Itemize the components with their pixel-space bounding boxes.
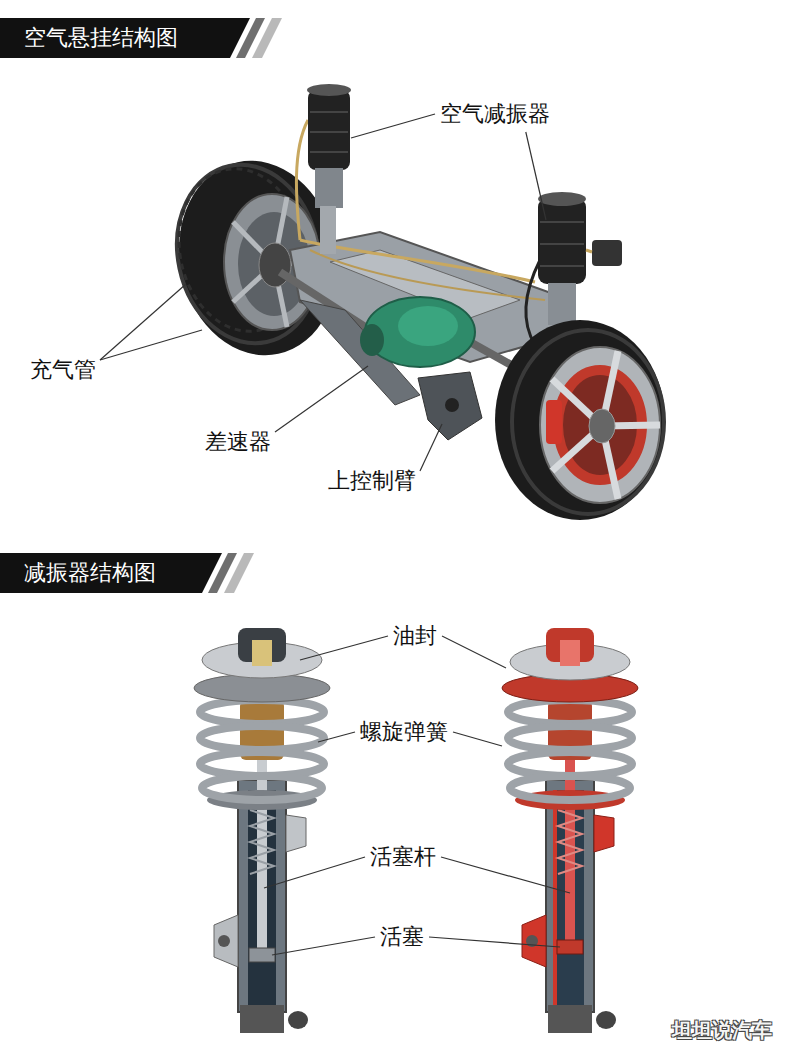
differential-cover bbox=[398, 306, 458, 346]
leader-line bbox=[100, 284, 186, 360]
bellows-rib bbox=[540, 243, 584, 245]
tire bbox=[495, 320, 665, 520]
top-cap bbox=[538, 192, 586, 206]
leader-line bbox=[351, 114, 435, 138]
leader-line bbox=[420, 424, 442, 471]
air-tube bbox=[310, 250, 545, 300]
bellows-rib bbox=[540, 221, 584, 223]
bellows-rib bbox=[310, 131, 348, 133]
part-label: 上控制臂 bbox=[328, 467, 416, 495]
wire bbox=[526, 260, 540, 345]
bolt bbox=[288, 1011, 308, 1029]
leader-line bbox=[300, 636, 388, 660]
bellows-rib bbox=[310, 151, 348, 153]
tube-base bbox=[548, 1005, 592, 1033]
rim bbox=[540, 347, 660, 503]
tube-highlight bbox=[553, 790, 557, 1008]
piston bbox=[557, 940, 583, 954]
leader-line bbox=[100, 330, 202, 360]
coil-spring bbox=[510, 776, 630, 800]
watermark: 坦坦说汽车 bbox=[672, 1016, 772, 1044]
oil-seal bbox=[252, 640, 272, 666]
coil-spring bbox=[200, 700, 324, 724]
bushing bbox=[445, 398, 459, 412]
section-title: 空气悬挂结构图 bbox=[0, 18, 178, 58]
leader-line bbox=[275, 366, 368, 432]
banner-stripe bbox=[252, 18, 282, 58]
differential-flange bbox=[360, 324, 384, 356]
bellows-rib bbox=[540, 265, 584, 267]
tube-base bbox=[240, 1005, 284, 1033]
control-arm bbox=[418, 372, 482, 440]
rebound-spring bbox=[558, 810, 582, 874]
knuckle-bracket bbox=[522, 915, 546, 967]
valve-block bbox=[592, 240, 622, 266]
coil-spring bbox=[508, 726, 632, 750]
part-label: 活塞杆 bbox=[370, 843, 436, 871]
leader-line bbox=[526, 132, 546, 220]
section-banner: 空气悬挂结构图 bbox=[0, 18, 300, 58]
brake-caliper bbox=[546, 400, 562, 444]
right-wheel bbox=[495, 320, 665, 520]
link-bracket bbox=[594, 815, 614, 852]
tire-tread bbox=[512, 330, 664, 514]
coil-spring bbox=[200, 726, 324, 750]
piston bbox=[249, 948, 275, 962]
air-tube bbox=[586, 250, 592, 252]
section-banner: 减振器结构图 bbox=[0, 553, 272, 593]
knuckle-bracket bbox=[214, 915, 238, 967]
shock-absorber-red bbox=[502, 628, 638, 1033]
rebound-spring bbox=[250, 810, 274, 874]
leader-line bbox=[453, 732, 502, 746]
air-bellows bbox=[538, 198, 586, 284]
banner-fill bbox=[0, 18, 250, 58]
bellows-rib bbox=[310, 111, 348, 113]
shock-absorber-grey bbox=[194, 628, 330, 1033]
oil-seal bbox=[560, 640, 580, 666]
left-air-spring bbox=[296, 84, 351, 254]
leader-line bbox=[318, 732, 355, 742]
top-cap bbox=[307, 84, 351, 96]
hub bbox=[589, 409, 615, 443]
bolt bbox=[596, 1011, 616, 1029]
leader-line bbox=[264, 857, 365, 888]
air-bellows bbox=[308, 90, 350, 170]
part-label: 螺旋弹簧 bbox=[360, 718, 448, 746]
part-label: 活塞 bbox=[380, 923, 424, 951]
part-label: 空气减振器 bbox=[440, 100, 550, 128]
damper-body bbox=[315, 168, 343, 208]
part-label: 充气管 bbox=[30, 356, 96, 384]
leader-line bbox=[429, 937, 560, 947]
damper-body bbox=[548, 283, 576, 325]
section-title: 减振器结构图 bbox=[0, 553, 156, 593]
leader-line bbox=[272, 937, 375, 955]
part-label: 油封 bbox=[393, 622, 437, 650]
leader-line bbox=[442, 636, 506, 668]
link-bracket bbox=[286, 815, 306, 852]
air-tube bbox=[296, 120, 308, 240]
part-label: 差速器 bbox=[205, 428, 271, 456]
coil-spring bbox=[508, 700, 632, 724]
banner-fill bbox=[0, 553, 222, 593]
bolt-hole bbox=[218, 935, 230, 947]
strut-rod bbox=[320, 206, 336, 254]
banner-stripe bbox=[224, 553, 254, 593]
coil-spring bbox=[202, 776, 322, 800]
leader-line bbox=[441, 857, 570, 893]
